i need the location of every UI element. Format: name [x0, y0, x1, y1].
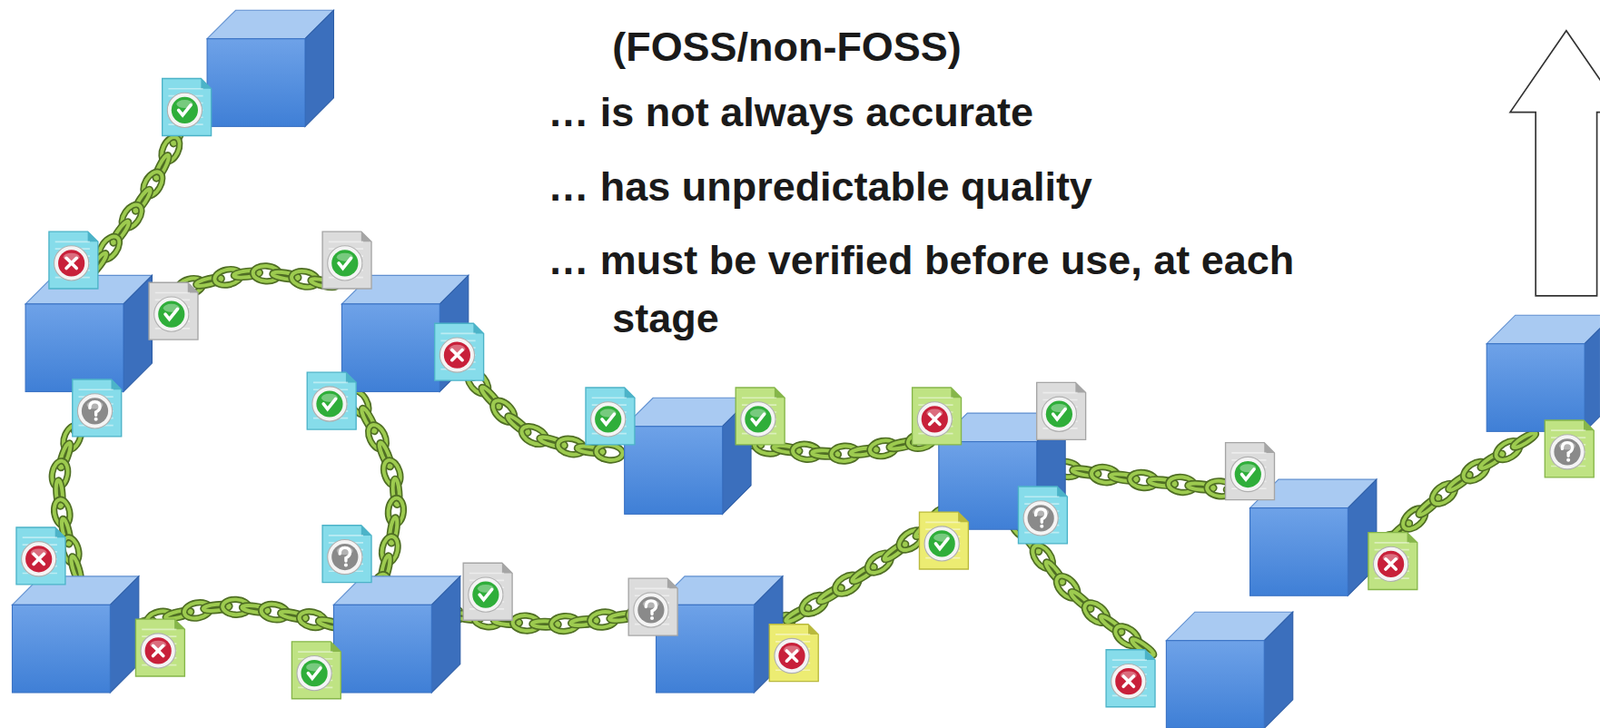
- chain: [1052, 459, 1254, 498]
- status-badge: [21, 542, 57, 577]
- status-badge: [924, 526, 959, 562]
- bullet-text: … is not always accurate: [547, 83, 1364, 142]
- chain: [1007, 510, 1159, 659]
- cube: [207, 9, 334, 127]
- status-badge: [140, 633, 176, 669]
- status-badge: [1023, 501, 1058, 536]
- document-icon: [291, 641, 341, 700]
- status-badge: [917, 402, 952, 437]
- bullet-text: (FOSS/non-FOSS): [612, 18, 1225, 77]
- document-icon: [735, 387, 785, 445]
- status-badge: [774, 638, 810, 673]
- cube: [1486, 315, 1600, 432]
- document-icon: [49, 231, 99, 289]
- cube: [624, 397, 751, 514]
- chain-link: [1511, 430, 1538, 450]
- status-badge: [77, 394, 112, 429]
- cube: [333, 576, 460, 693]
- document-icon: [1017, 486, 1067, 544]
- document-icon: [1225, 443, 1275, 501]
- document-icon: [322, 231, 372, 289]
- document-icon: [918, 512, 968, 570]
- status-badge: [591, 402, 626, 437]
- status-badge: [327, 246, 363, 281]
- status-badge: [312, 386, 347, 422]
- document-icon: [463, 562, 513, 621]
- documents: [16, 79, 1594, 708]
- up-arrow: [1510, 30, 1600, 297]
- cube: [25, 275, 152, 392]
- document-icon: [72, 379, 122, 437]
- bullet-text: … must be verified before use, at each s…: [547, 231, 1352, 348]
- status-badge: [439, 337, 475, 373]
- status-badge: [327, 539, 363, 574]
- status-badge: [1111, 664, 1146, 700]
- document-icon: [162, 79, 212, 137]
- document-icon: [585, 387, 635, 445]
- status-badge: [154, 296, 189, 332]
- chains: [49, 98, 1538, 659]
- status-badge: [1550, 434, 1585, 470]
- document-icon: [1368, 533, 1418, 591]
- chain-link: [595, 443, 624, 462]
- document-icon: [912, 387, 962, 445]
- status-badge: [1041, 396, 1077, 432]
- status-badge: [468, 577, 504, 613]
- cube: [1165, 612, 1293, 728]
- document-icon: [322, 525, 372, 583]
- status-badge: [740, 402, 776, 437]
- status-badge: [296, 656, 332, 692]
- document-icon: [1037, 382, 1087, 440]
- document-icon: [434, 323, 484, 381]
- status-badge: [167, 92, 202, 128]
- status-badge: [1230, 456, 1265, 492]
- document-icon: [769, 624, 819, 682]
- document-icon: [135, 619, 185, 677]
- document-icon: [628, 578, 678, 636]
- document-icon: [1544, 420, 1594, 478]
- status-badge: [54, 246, 89, 281]
- document-icon: [16, 527, 66, 585]
- status-badge: [633, 592, 669, 628]
- status-badge: [1373, 546, 1409, 582]
- document-icon: [148, 282, 198, 340]
- cubes: [11, 9, 1600, 728]
- bullet-text: … has unpredictable quality: [547, 158, 1364, 217]
- document-icon: [306, 372, 356, 430]
- cube: [11, 576, 139, 693]
- document-icon: [1106, 650, 1156, 708]
